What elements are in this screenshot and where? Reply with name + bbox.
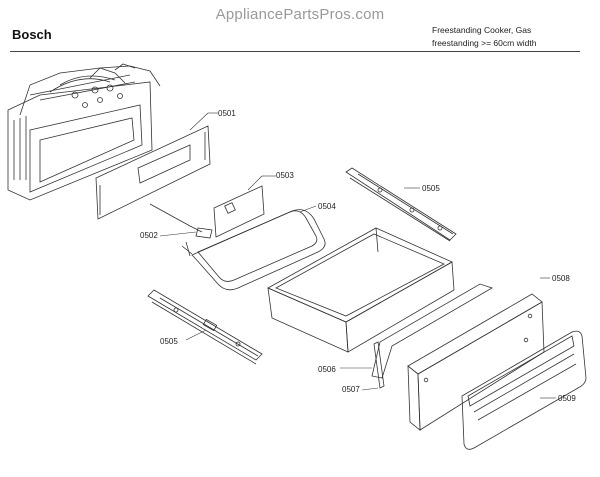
part-0504-heating-element	[181, 205, 326, 291]
oven-frame-assembly	[7, 63, 161, 201]
part-0506-seal-strip	[340, 283, 493, 379]
part-0509-front-panel	[461, 330, 587, 450]
part-0508-inner-panel	[407, 277, 550, 431]
label-0509: 0509	[558, 394, 576, 403]
part-0505-upper-rail	[345, 167, 457, 242]
brand-name: Bosch	[12, 27, 52, 42]
label-0506: 0506	[318, 365, 336, 374]
drawer-tray	[267, 227, 455, 353]
label-0508: 0508	[552, 274, 570, 283]
label-0502: 0502	[140, 231, 158, 240]
part-0505-lower-rail	[147, 289, 263, 365]
model-description-line1: Freestanding Cooker, Gas	[432, 25, 532, 35]
part-0501-back-panel	[95, 112, 218, 220]
watermark: AppliancePartsPros.com	[215, 6, 385, 23]
part-0503-bracket	[213, 175, 276, 238]
label-0504: 0504	[318, 202, 336, 211]
label-0507: 0507	[342, 385, 360, 394]
part-0507-trim	[361, 341, 385, 391]
label-0501: 0501	[218, 109, 236, 118]
part-0502-wire	[149, 203, 213, 239]
label-0505-upper: 0505	[422, 184, 440, 193]
model-description-line2: freestanding >= 60cm width	[432, 38, 537, 48]
label-0505-lower: 0505	[160, 337, 178, 346]
header-divider	[10, 51, 580, 52]
label-0503: 0503	[276, 171, 294, 180]
